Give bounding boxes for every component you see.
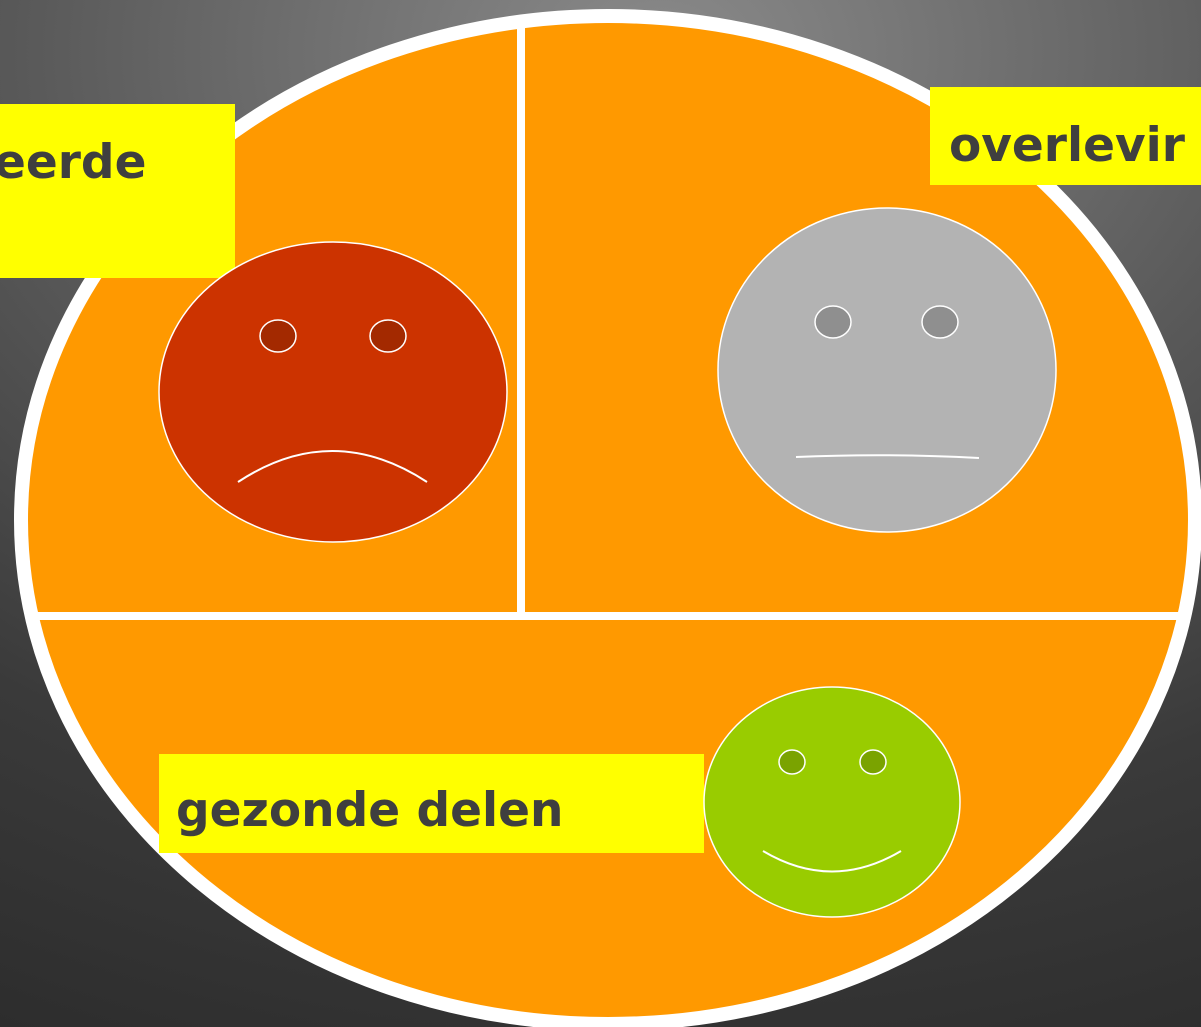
neutral-face-left-eye bbox=[814, 305, 852, 339]
neutral-face-right-eye bbox=[921, 305, 959, 339]
sad-face-left-eye bbox=[259, 319, 297, 353]
sad-face-head bbox=[158, 241, 508, 543]
label-bottom-text: gezonde delen bbox=[176, 783, 563, 838]
label-bottom-background bbox=[159, 754, 704, 853]
sad-face-icon bbox=[158, 241, 508, 543]
label-top-right: overlevir bbox=[930, 87, 1201, 185]
label-top-left-text: eerde bbox=[0, 135, 146, 190]
happy-face-head bbox=[703, 686, 961, 918]
label-top-left: eerde bbox=[0, 104, 235, 278]
label-top-left-background bbox=[0, 104, 235, 278]
neutral-face-icon bbox=[717, 207, 1057, 533]
sad-face-mouth bbox=[237, 450, 428, 483]
happy-face-right-eye bbox=[859, 749, 887, 775]
happy-face-icon bbox=[703, 686, 961, 918]
happy-face-mouth bbox=[762, 850, 902, 873]
happy-face-left-eye bbox=[778, 749, 806, 775]
label-top-right-text: overlevir bbox=[949, 118, 1186, 173]
label-top-right-background bbox=[930, 87, 1201, 185]
label-bottom: gezonde delen bbox=[159, 754, 704, 853]
neutral-face-head bbox=[717, 207, 1057, 533]
sad-face-right-eye bbox=[369, 319, 407, 353]
neutral-face-mouth bbox=[795, 454, 980, 459]
